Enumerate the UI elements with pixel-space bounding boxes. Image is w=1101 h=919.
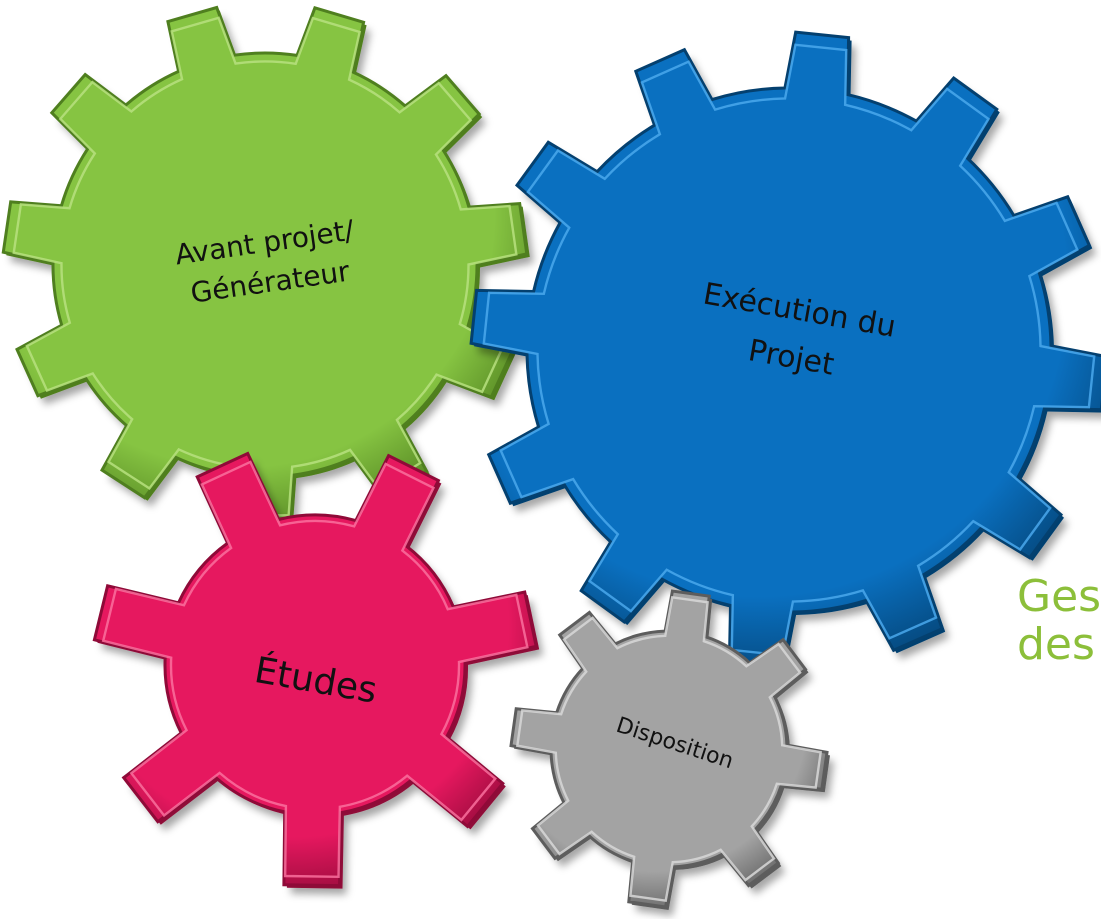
gear-blue-rim [482,43,1096,657]
gear-green: Avant projet/Générateur [1,5,530,529]
gear-green-body [1,5,529,528]
side-label-line-1: Ges [1017,571,1101,622]
gear-green-rim [12,16,518,517]
gear-pink-rim [101,460,529,878]
gear-pink: Études [92,451,540,889]
gear-blue-body [469,30,1101,670]
side-label: Ges des [1017,573,1101,669]
gear-gray-rim [515,595,823,903]
gear-blue: Exécution duProjet [469,30,1101,671]
side-label-line-2: des [1017,619,1095,670]
gear-gray: Disposition [509,589,830,910]
